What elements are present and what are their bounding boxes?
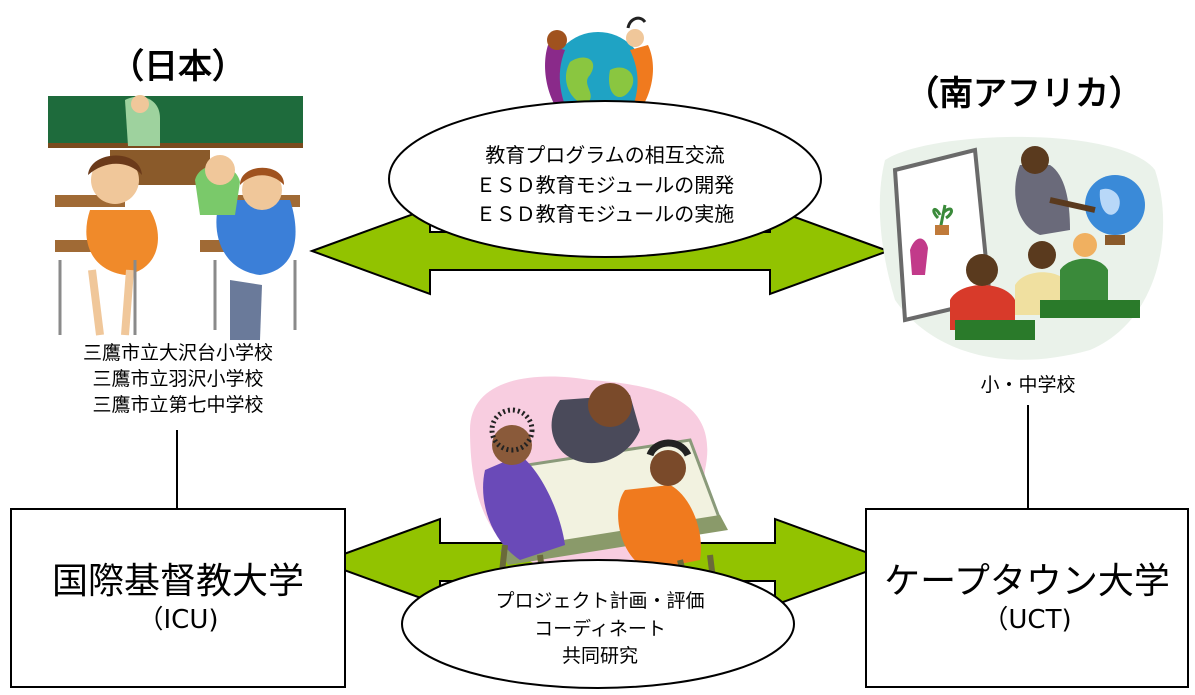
exchange-item: 共同研究 [561, 645, 638, 668]
country-label-south-africa: （南アフリカ） [905, 74, 1143, 114]
ellipse-university-exchange [401, 559, 795, 689]
exchange-item: コーディネート [534, 617, 666, 640]
exchange-item: プロジェクト計画・評価 [495, 590, 705, 612]
collaboration-illustration [470, 376, 728, 601]
south-africa-school-list: 小・中学校 [978, 372, 1078, 398]
university-name: ケープタウン大学 [884, 560, 1170, 602]
university-box-icu: 国際基督教大学 （ICU) [10, 508, 346, 688]
exchange-item: ＥＳＤ教育モジュールの開発 [475, 172, 735, 197]
university-abbr: （ICU) [137, 604, 219, 635]
school-name: 三鷹市立羽沢小学校 [92, 368, 264, 391]
university-exchange-text: プロジェクト計画・評価 コーディネート 共同研究 [440, 588, 760, 671]
school-name: 三鷹市立第七中学校 [92, 394, 264, 417]
ellipse-school-exchange [388, 100, 822, 258]
university-abbr: （UCT) [982, 604, 1072, 635]
japanese-classroom-illustration [48, 95, 303, 340]
school-exchange-text: 教育プログラムの相互交流 ＥＳＤ教育モジュールの開発 ＥＳＤ教育モジュールの実施 [420, 141, 790, 230]
university-name: 国際基督教大学 [51, 560, 304, 602]
exchange-item: ＥＳＤ教育モジュールの実施 [475, 202, 735, 227]
school-name: 三鷹市立大沢台小学校 [82, 342, 273, 364]
university-box-uct: ケープタウン大学 （UCT) [865, 508, 1189, 688]
south-african-classroom-illustration [879, 136, 1164, 360]
school-name: 小・中学校 [980, 374, 1076, 396]
exchange-item: 教育プログラムの相互交流 [485, 143, 725, 167]
japan-school-list: 三鷹市立大沢台小学校 三鷹市立羽沢小学校 三鷹市立第七中学校 [48, 340, 308, 419]
country-label-japan: （日本） [110, 47, 246, 87]
